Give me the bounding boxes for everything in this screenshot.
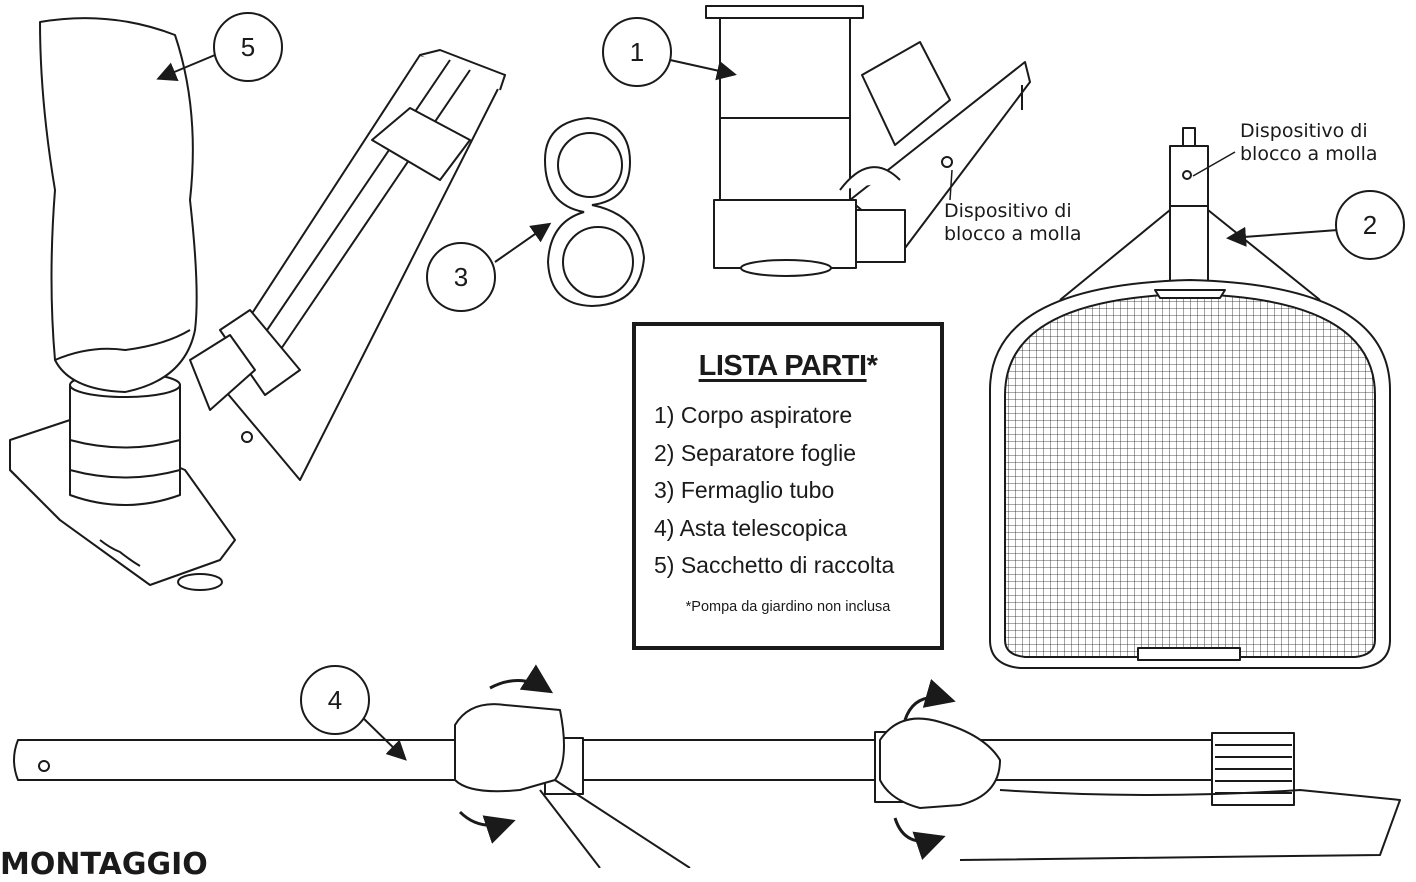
callout-1: 1: [602, 17, 672, 87]
parts-list-item: 5) Sacchetto di raccolta: [654, 552, 895, 578]
vacuum-assembly-illustration: [9, 17, 506, 591]
label-leaders: [949, 151, 1236, 201]
callout-leaders: [156, 54, 1339, 761]
parts-list: 1) Corpo aspiratore 2) Separatore foglie…: [654, 397, 940, 585]
callout-5-number: 5: [241, 32, 255, 62]
parts-list-item: 4) Asta telescopica: [654, 514, 848, 541]
spring-lock-label-body-line2: blocco a molla: [944, 223, 1082, 245]
telescopic-pole-illustration: [13, 703, 1401, 868]
parts-list-box: LISTA PARTI* 1) Corpo aspiratore 2) Sepa…: [632, 322, 944, 650]
spring-lock-label-net: Dispositivo di blocco a molla: [1240, 120, 1378, 166]
parts-list-footnote: *Pompa da giardino non inclusa: [685, 598, 891, 615]
callout-5: 5: [213, 12, 283, 82]
leaf-skimmer-illustration: [989, 127, 1391, 669]
parts-list-title-text: LISTA PARTI: [698, 350, 867, 382]
callout-4: 4: [300, 665, 370, 735]
callout-2-number: 2: [1363, 210, 1377, 240]
vacuum-body-illustration: [705, 5, 1031, 277]
callout-3-number: 3: [454, 262, 468, 292]
rotation-arrows: [458, 664, 956, 860]
spring-lock-label-net-line1: Dispositivo di: [1240, 120, 1368, 142]
parts-list-title: LISTA PARTI*: [636, 350, 940, 383]
callout-4-number: 4: [328, 685, 342, 715]
hose-clip-illustration: [543, 116, 646, 308]
parts-list-item: 1) Corpo aspiratore: [654, 402, 853, 428]
callout-1-number: 1: [630, 37, 644, 67]
callout-2: 2: [1335, 190, 1405, 260]
callout-3: 3: [426, 242, 496, 312]
parts-list-item: 2) Separatore foglie: [654, 439, 857, 466]
parts-list-item: 3) Fermaglio tubo: [654, 477, 835, 503]
spring-lock-label-body: Dispositivo di blocco a molla: [944, 200, 1082, 246]
spring-lock-label-body-line1: Dispositivo di: [944, 200, 1072, 222]
spring-lock-label-net-line2: blocco a molla: [1240, 143, 1378, 165]
section-heading: MONTAGGIO: [0, 847, 208, 882]
parts-list-title-asterisk: *: [866, 350, 878, 382]
